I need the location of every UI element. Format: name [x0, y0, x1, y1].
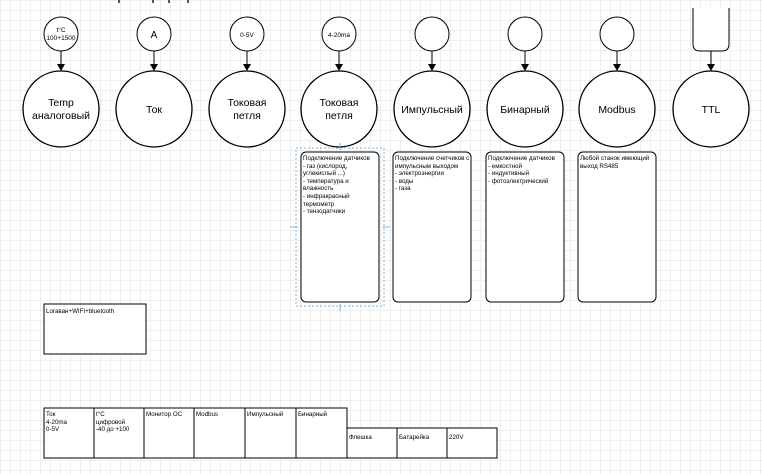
table-cell-current[interactable]: Ток 4-20ma 0-5V	[46, 411, 67, 434]
node-label-temp-line1: Temp	[48, 97, 74, 109]
note-box-modbus[interactable]	[577, 151, 657, 303]
input-label-420ma: 4-20ma	[328, 32, 350, 39]
main-circle-temp[interactable]	[22, 70, 100, 148]
table-cell-pulse[interactable]: Импульсный	[247, 411, 284, 418]
main-circle-420ma[interactable]	[300, 70, 378, 148]
note-box-sensors[interactable]	[300, 151, 380, 303]
comm-box-text: Loraван+WIFI+bluetooth	[46, 308, 115, 315]
toolbar-mark	[152, 0, 154, 3]
input-label-temp-line2: 100+1500	[46, 35, 75, 42]
node-label-ttl: TTL	[702, 104, 721, 116]
table-cell-220v[interactable]: 220V	[449, 434, 464, 441]
input-shape-ttl[interactable]	[692, 8, 730, 52]
top-toolbar-remnant	[0, 0, 762, 4]
main-circle-ttl[interactable]	[672, 70, 750, 148]
node-temp-analog[interactable]: t°C 100+1500 Temp аналоговый	[22, 16, 100, 148]
comm-box[interactable]	[43, 303, 147, 355]
node-label-05v-line1: Токовая	[228, 97, 267, 109]
note-text-sensors: Подключение датчиков - газ (кислород, уг…	[303, 155, 370, 216]
toolbar-mark	[118, 0, 120, 3]
node-pulse[interactable]: Импульсный	[393, 16, 471, 148]
table-cell-binary[interactable]: Бинарный	[298, 411, 328, 418]
node-label-pulse: Импульсный	[401, 104, 463, 116]
selection-handles	[290, 143, 390, 311]
input-circle-temp[interactable]	[43, 16, 79, 52]
input-label-current: A	[151, 30, 158, 41]
table-row2-frame	[346, 427, 498, 459]
node-current-loop-420ma[interactable]: 4-20ma Токовая петля	[300, 16, 378, 148]
node-current[interactable]: A Ток	[115, 16, 193, 148]
table-cell-modbus[interactable]: Modbus	[196, 411, 219, 418]
node-ttl[interactable]: TTL	[672, 8, 750, 148]
note-text-modbus: Любой станок имеющий выход RS485	[580, 155, 650, 170]
node-binary[interactable]: Бинарный	[486, 16, 564, 148]
table-cell-battery[interactable]: Батарейка	[399, 434, 430, 441]
node-label-420ma-line1: Токовая	[320, 97, 359, 109]
table-cell-monitor-os[interactable]: Монитор ОС	[146, 411, 183, 418]
input-label-05v: 0-5V	[240, 32, 254, 39]
node-label-current: Ток	[146, 104, 162, 116]
table-cell-flash[interactable]: Флешка	[349, 434, 372, 441]
node-label-modbus: Modbus	[598, 104, 635, 116]
node-label-420ma-line2: петля	[325, 110, 353, 122]
selection-outline	[295, 147, 385, 307]
input-circle-modbus[interactable]	[599, 16, 635, 52]
node-label-temp-line2: аналоговый	[32, 110, 90, 122]
bottom-table	[43, 407, 498, 459]
node-label-05v-line2: петля	[233, 110, 261, 122]
note-text-meters: Подключение счетчиков с импульсным выход…	[395, 155, 470, 193]
note-box-meters[interactable]	[392, 151, 472, 303]
input-circle-binary[interactable]	[507, 16, 543, 52]
input-circle-pulse[interactable]	[414, 16, 450, 52]
main-circle-modbus[interactable]	[578, 70, 656, 148]
main-circle-binary[interactable]	[486, 70, 564, 148]
toolbar-mark	[187, 0, 189, 3]
note-box-binary[interactable]	[485, 151, 565, 303]
node-label-binary: Бинарный	[500, 104, 550, 116]
node-modbus[interactable]: Modbus	[578, 16, 656, 148]
table-cell-temp-digital[interactable]: t°C цифровой -40 до +100	[96, 411, 130, 434]
node-current-loop-05v[interactable]: 0-5V Токовая петля	[208, 16, 286, 148]
main-circle-pulse[interactable]	[393, 70, 471, 148]
main-circle-05v[interactable]	[208, 70, 286, 148]
toolbar-mark	[168, 0, 170, 3]
input-label-temp-line1: t°C	[56, 26, 65, 34]
note-text-binary: Подключение датчиков - емкостной - индук…	[488, 155, 555, 185]
main-circle-current[interactable]	[115, 70, 193, 148]
